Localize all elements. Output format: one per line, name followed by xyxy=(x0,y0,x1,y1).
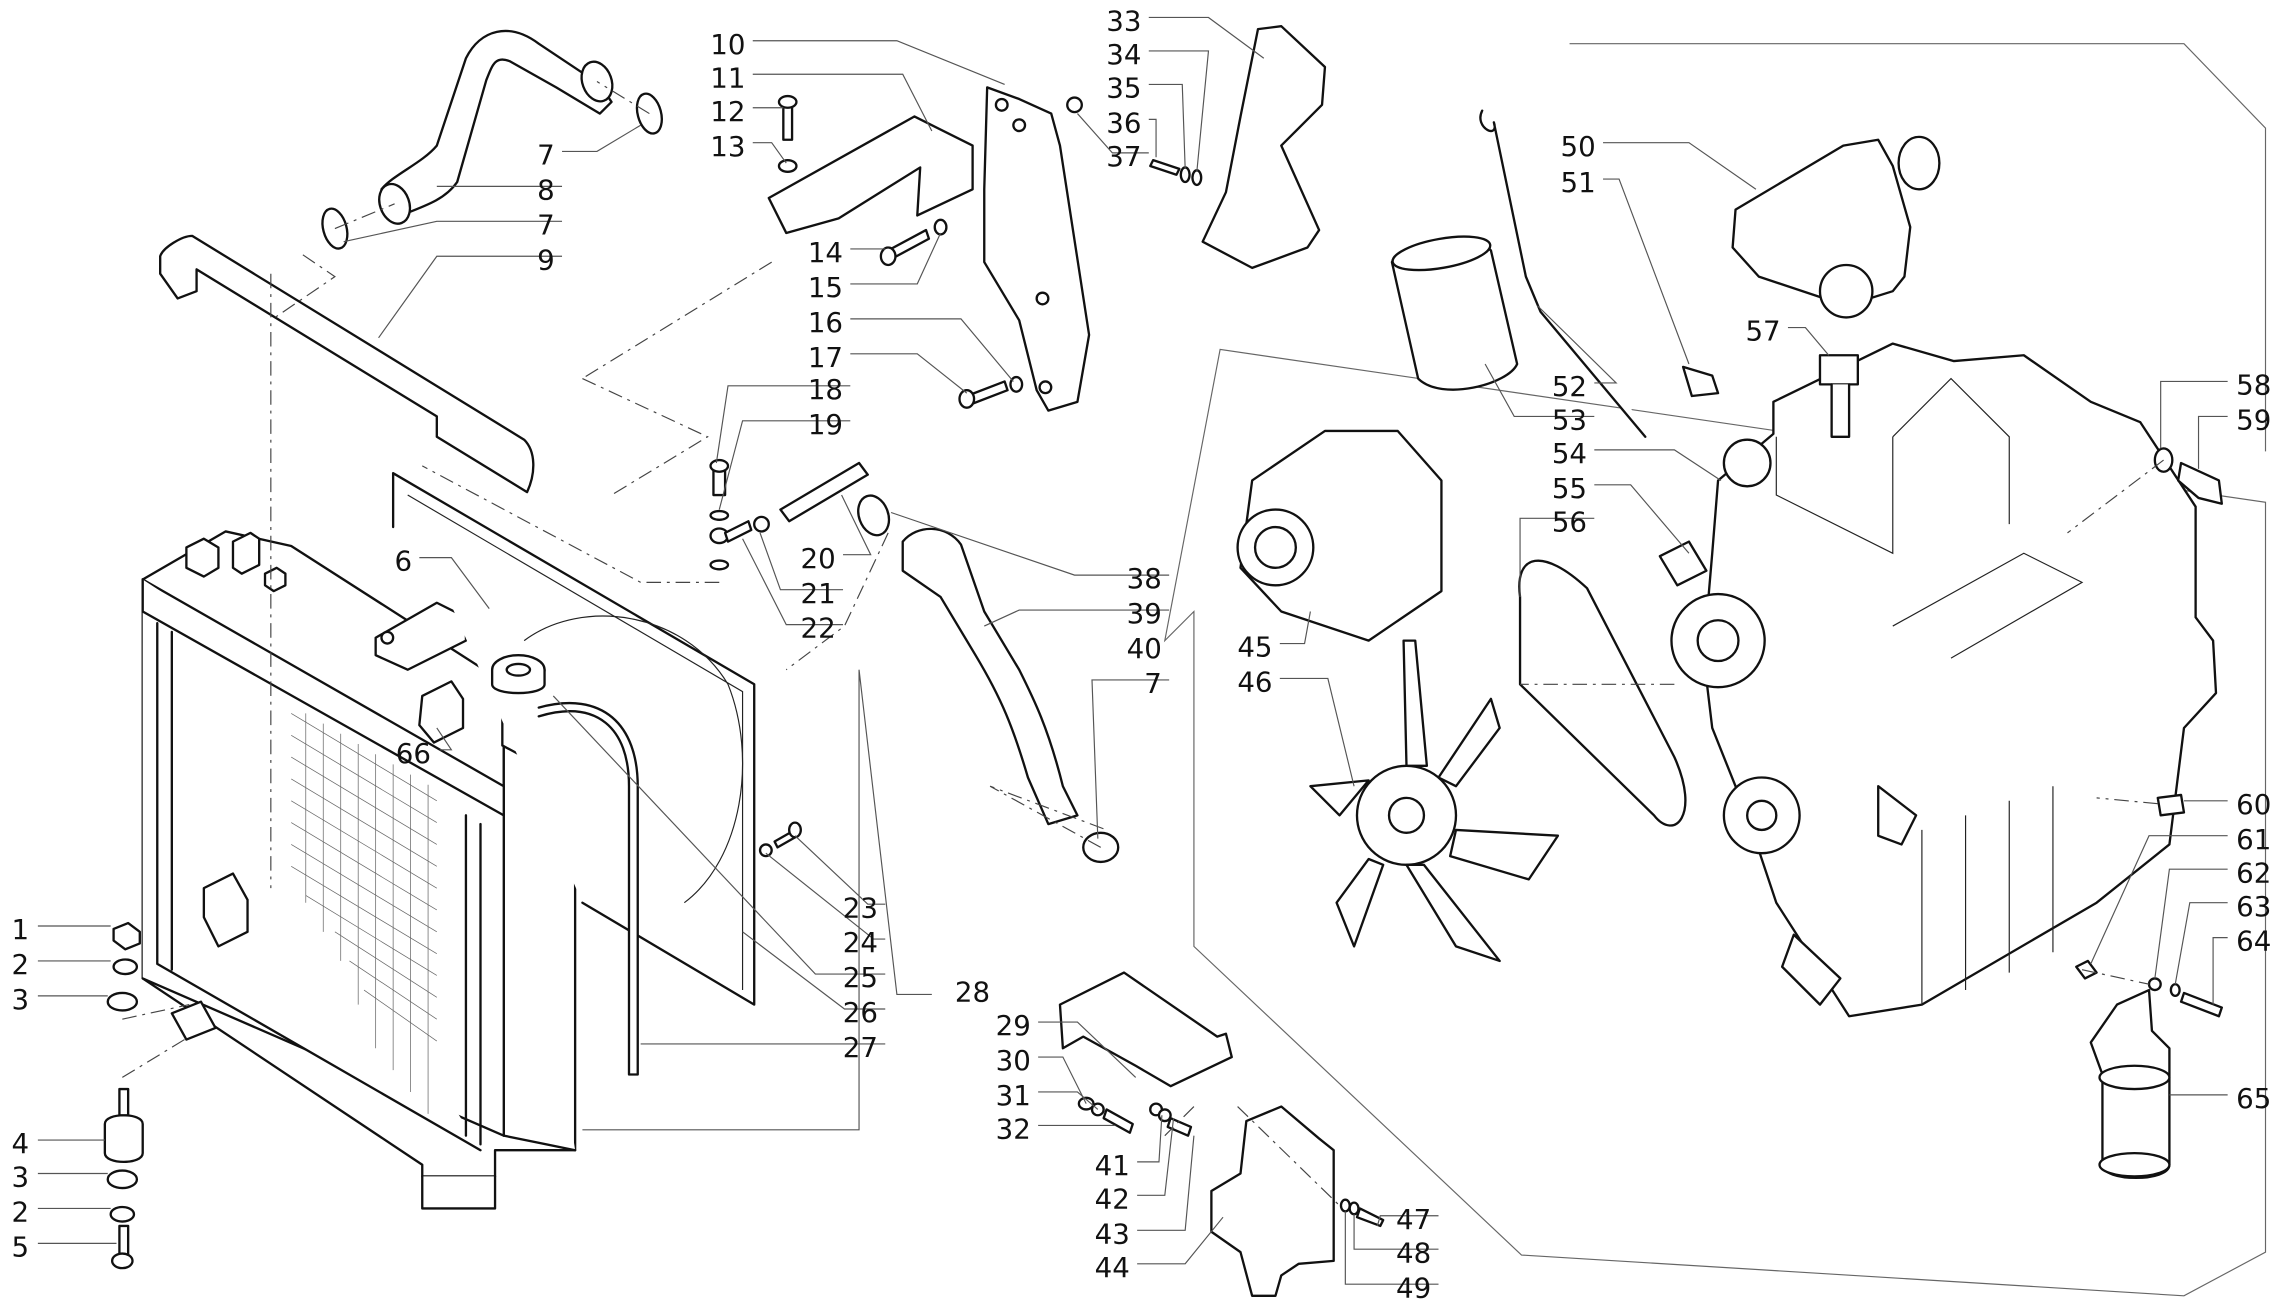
callout-44: 44 xyxy=(1095,1251,1130,1284)
callout-3: 3 xyxy=(12,983,30,1016)
callout-7: 7 xyxy=(537,139,555,172)
support-bar xyxy=(159,234,535,494)
callout-39: 39 xyxy=(1127,597,1162,630)
v-belt xyxy=(1518,559,1687,827)
callout-9: 9 xyxy=(537,243,555,276)
callout-7: 7 xyxy=(1144,667,1162,700)
callout-64: 64 xyxy=(2236,925,2271,958)
callout-41: 41 xyxy=(1095,1149,1130,1182)
callout-53: 53 xyxy=(1552,404,1587,437)
callout-47: 47 xyxy=(1396,1203,1431,1236)
starter-motor xyxy=(1731,135,1941,319)
callout-65: 65 xyxy=(2236,1082,2271,1115)
callout-1: 1 xyxy=(12,913,30,946)
callout-48: 48 xyxy=(1396,1236,1431,1269)
upper-hose xyxy=(378,29,614,225)
callout-38: 38 xyxy=(1127,562,1162,595)
callout-28: 28 xyxy=(955,976,990,1009)
callout-51: 51 xyxy=(1561,166,1596,199)
callout-3: 3 xyxy=(12,1161,30,1194)
fan-shroud xyxy=(391,472,756,1006)
callout-17: 17 xyxy=(808,341,843,374)
callout-15: 15 xyxy=(808,271,843,304)
callout-66: 66 xyxy=(396,737,431,770)
callout-14: 14 xyxy=(808,236,843,269)
radiator-cap xyxy=(490,654,546,695)
callout-26: 26 xyxy=(843,996,878,1029)
overflow-pipe xyxy=(537,702,639,1076)
support-bracket xyxy=(767,86,1091,412)
callout-20: 20 xyxy=(801,542,836,575)
callout-8: 8 xyxy=(537,173,555,206)
expansion-tank xyxy=(1210,1105,1335,1297)
callout-10: 10 xyxy=(710,28,745,61)
callout-46: 46 xyxy=(1237,666,1272,699)
callout-19: 19 xyxy=(808,408,843,441)
callout-61: 61 xyxy=(2236,823,2271,856)
callout-54: 54 xyxy=(1552,437,1587,470)
callout-57: 57 xyxy=(1745,315,1780,348)
callout-43: 43 xyxy=(1095,1217,1130,1250)
callout-27: 27 xyxy=(843,1031,878,1064)
callout-63: 63 xyxy=(2236,890,2271,923)
callout-4: 4 xyxy=(12,1127,30,1160)
assembly-lines xyxy=(122,81,2164,1206)
callout-5: 5 xyxy=(12,1230,30,1263)
hose-clamp-7b xyxy=(321,207,349,250)
alternator xyxy=(1236,429,1443,642)
callout-37: 37 xyxy=(1106,140,1141,173)
callout-18: 18 xyxy=(808,373,843,406)
callout-7: 7 xyxy=(537,208,555,241)
dipstick xyxy=(1479,109,1647,438)
engine-group-frame xyxy=(1163,43,2267,1297)
fasteners xyxy=(103,94,2223,1297)
callout-52: 52 xyxy=(1552,370,1587,403)
callout-42: 42 xyxy=(1095,1182,1130,1215)
callout-55: 55 xyxy=(1552,472,1587,505)
callout-24: 24 xyxy=(843,926,878,959)
lower-hose xyxy=(901,527,1079,826)
callout-30: 30 xyxy=(996,1044,1031,1077)
callout-50: 50 xyxy=(1561,130,1596,163)
callout-56: 56 xyxy=(1552,505,1587,538)
callout-labels: 1 2 3 4 3 2 5 6 66 7 8 7 9 10 11 12 13 1… xyxy=(12,5,2272,1305)
callout-21: 21 xyxy=(801,577,836,610)
callout-40: 40 xyxy=(1127,632,1162,665)
callout-2: 2 xyxy=(12,948,30,981)
mounting-plate xyxy=(1201,25,1327,270)
callout-22: 22 xyxy=(801,612,836,645)
callout-35: 35 xyxy=(1106,72,1141,105)
callout-60: 60 xyxy=(2236,788,2271,821)
callout-62: 62 xyxy=(2236,856,2271,889)
callout-59: 59 xyxy=(2236,404,2271,437)
callout-12: 12 xyxy=(710,95,745,128)
radiator xyxy=(141,530,577,1210)
callout-31: 31 xyxy=(996,1079,1031,1112)
callout-13: 13 xyxy=(710,130,745,163)
callout-23: 23 xyxy=(843,891,878,924)
callout-45: 45 xyxy=(1237,631,1272,664)
hose-clamp-38 xyxy=(857,494,891,537)
callout-2: 2 xyxy=(12,1196,30,1229)
callout-6: 6 xyxy=(394,545,412,578)
engine-block xyxy=(1658,342,2218,1018)
oil-filter xyxy=(1390,235,1519,391)
callout-25: 25 xyxy=(843,961,878,994)
callout-33: 33 xyxy=(1106,5,1141,38)
callout-34: 34 xyxy=(1106,38,1141,71)
callout-16: 16 xyxy=(808,306,843,339)
battery-bracket xyxy=(1058,971,1233,1088)
callout-58: 58 xyxy=(2236,369,2271,402)
radiator-core-grid xyxy=(291,713,438,1114)
leader-lines xyxy=(37,16,2228,1285)
callout-36: 36 xyxy=(1106,106,1141,139)
callout-29: 29 xyxy=(996,1009,1031,1042)
callout-49: 49 xyxy=(1396,1271,1431,1304)
callout-11: 11 xyxy=(710,61,745,94)
fan xyxy=(1309,639,1560,963)
callout-32: 32 xyxy=(996,1113,1031,1146)
